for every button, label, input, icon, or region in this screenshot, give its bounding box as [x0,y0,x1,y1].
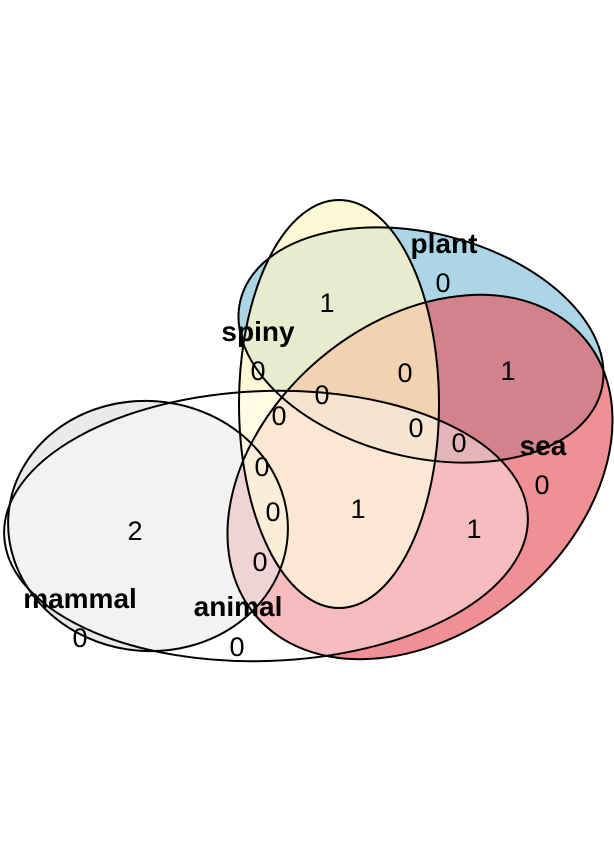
set-plant-outline [237,226,605,464]
set-label-sea: sea [520,430,567,461]
region-count-plant-only: 0 [435,268,450,298]
region-count-spiny-sea-animal: 1 [350,494,365,524]
set-animal-outline [3,389,529,663]
region-count-mammal-animal-spiny-low: 0 [252,547,267,577]
region-count-spiny-mammal-animal: 0 [265,497,280,527]
set-outlines [3,199,614,663]
set-spiny-fill [239,200,439,608]
set-label-animal: animal [194,591,283,622]
set-sea-outline [226,293,614,661]
set-label-mammal: mammal [23,583,137,614]
set-animal-fill [4,390,528,662]
set-labels: plant sea spiny mammal animal [23,228,567,622]
region-counts: 0 1 1 0 0 0 0 0 0 0 0 0 0 2 1 1 0 0 [72,268,549,662]
region-count-plant-sea-animal-spiny: 0 [408,413,423,443]
region-count-center: 0 [314,380,329,410]
region-count-plant-sea-animal: 0 [451,428,466,458]
region-count-plant-sea: 1 [500,356,515,386]
region-count-spiny-mammal: 0 [254,452,269,482]
set-fills [4,200,613,662]
region-count-mammal-only: 0 [72,623,87,653]
set-mammal-outline [7,399,289,653]
set-mammal-fill [8,400,288,652]
region-count-sea-animal: 1 [466,514,481,544]
region-count-mammal-animal: 2 [127,516,142,546]
region-count-plant-spiny: 1 [319,288,334,318]
region-count-spiny-only: 0 [250,356,265,386]
set-label-spiny: spiny [221,316,295,347]
region-count-animal-only: 0 [229,632,244,662]
set-label-plant: plant [411,228,478,259]
set-spiny-outline [238,199,440,609]
region-count-plant-spiny-sea: 0 [397,358,412,388]
region-count-sea-only: 0 [534,470,549,500]
region-count-spiny-animal: 0 [271,401,286,431]
